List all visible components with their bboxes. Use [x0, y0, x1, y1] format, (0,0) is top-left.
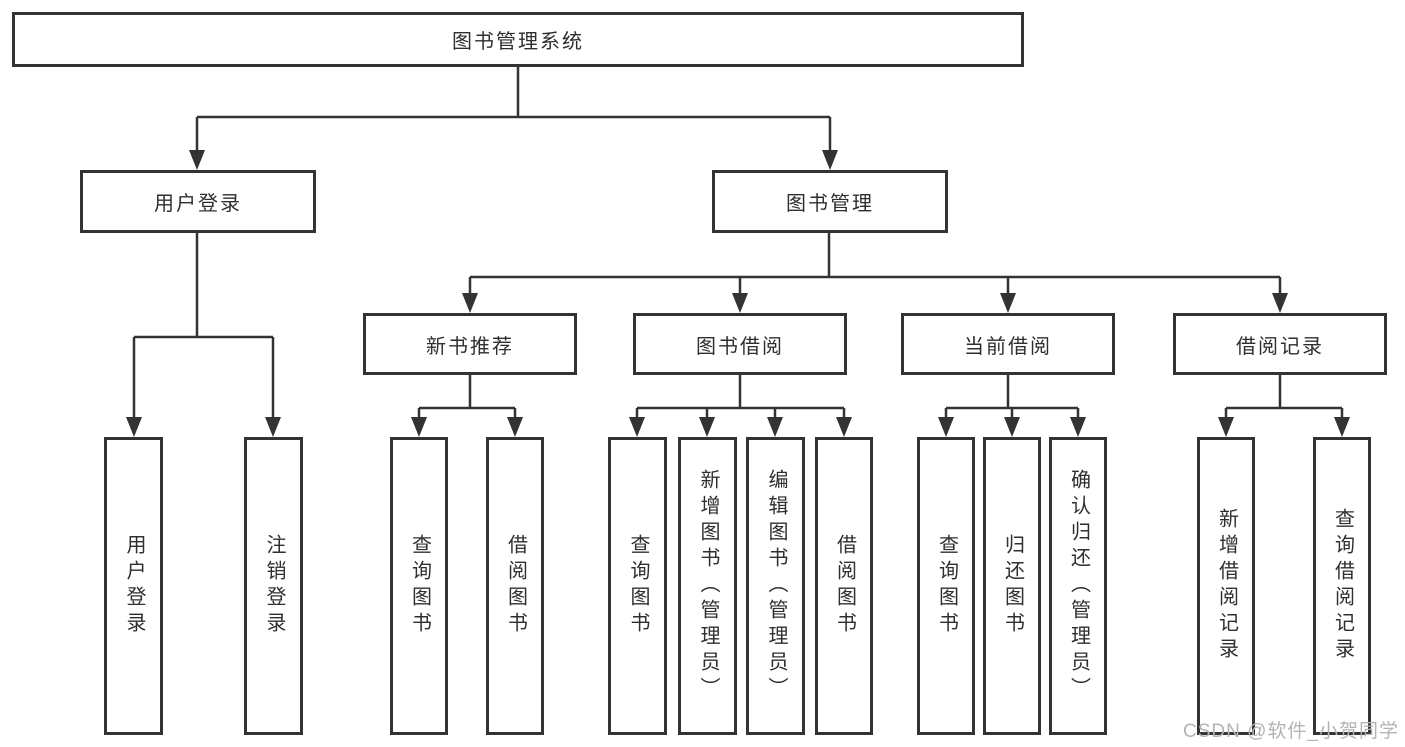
node-user-login-branch: 用户登录	[80, 170, 316, 233]
arrowhead	[1004, 417, 1020, 437]
arrowhead	[1272, 293, 1288, 313]
leaf-label: 确认归还（管理员）	[1067, 469, 1090, 703]
leaf-confirm-return-admin: 确认归还（管理员）	[1049, 437, 1107, 735]
connector-records-to-leaves	[1224, 375, 1344, 420]
leaf-add-borrow-record: 新增借阅记录	[1197, 437, 1255, 735]
leaf-label: 查询图书	[627, 534, 649, 638]
leaf-label: 新增借阅记录	[1215, 508, 1238, 664]
arrowhead	[836, 417, 852, 437]
leaf-label: 借阅图书	[833, 534, 856, 638]
connector-bookmgmt-to-level3	[468, 233, 1282, 296]
leaf-borrow-books: 借阅图书	[815, 437, 873, 735]
arrowhead	[265, 417, 281, 437]
arrowhead	[462, 293, 478, 313]
connector-newbook-to-leaves	[417, 375, 517, 420]
leaf-query-books-current: 查询图书	[917, 437, 975, 735]
leaf-label: 编辑图书（管理员）	[765, 469, 787, 703]
leaf-label: 归还图书	[1001, 534, 1024, 638]
node-new-book-recommendation: 新书推荐	[363, 313, 577, 375]
connector-bookborrow-to-leaves	[635, 375, 846, 420]
leaf-return-books: 归还图书	[983, 437, 1041, 735]
arrowhead	[822, 150, 838, 170]
arrowhead	[189, 150, 205, 170]
leaf-user-login: 用户登录	[104, 437, 163, 735]
leaf-label: 查询图书	[935, 534, 958, 638]
arrowhead	[1070, 417, 1086, 437]
arrowhead	[1334, 417, 1350, 437]
node-borrowing-records: 借阅记录	[1173, 313, 1387, 375]
arrowhead	[629, 417, 645, 437]
connector-root-to-level2	[195, 66, 832, 152]
arrowheads	[126, 150, 1350, 437]
leaf-label: 新增图书（管理员）	[697, 469, 719, 703]
arrowhead	[732, 293, 748, 313]
arrowhead	[1218, 417, 1234, 437]
connector-currentborrow-to-leaves	[944, 375, 1080, 420]
leaf-edit-books-admin: 编辑图书（管理员）	[746, 437, 805, 735]
arrowhead	[126, 417, 142, 437]
arrowhead	[1000, 293, 1016, 313]
leaf-logout: 注销登录	[244, 437, 303, 735]
arrowhead	[411, 417, 427, 437]
node-root-library-system: 图书管理系统	[12, 12, 1024, 67]
node-book-borrowing: 图书借阅	[633, 313, 847, 375]
leaf-label: 查询借阅记录	[1331, 508, 1354, 664]
leaf-add-books-admin: 新增图书（管理员）	[678, 437, 737, 735]
leaf-label: 查询图书	[408, 534, 431, 638]
connector-userlogin-to-leaves	[132, 233, 275, 420]
node-book-management-branch: 图书管理	[712, 170, 948, 233]
csdn-watermark: CSDN @软件_小贺同学	[1183, 721, 1399, 742]
leaf-label: 用户登录	[123, 534, 145, 638]
leaf-borrow-books-recommend: 借阅图书	[486, 437, 544, 735]
leaf-query-books-borrow: 查询图书	[608, 437, 667, 735]
leaf-label: 借阅图书	[504, 534, 527, 638]
node-current-borrowing: 当前借阅	[901, 313, 1115, 375]
arrowhead	[699, 417, 715, 437]
arrowhead	[507, 417, 523, 437]
arrowhead	[938, 417, 954, 437]
arrowhead	[767, 417, 783, 437]
leaf-query-borrow-record: 查询借阅记录	[1313, 437, 1371, 735]
leaf-label: 注销登录	[263, 534, 285, 638]
leaf-query-books-recommend: 查询图书	[390, 437, 448, 735]
